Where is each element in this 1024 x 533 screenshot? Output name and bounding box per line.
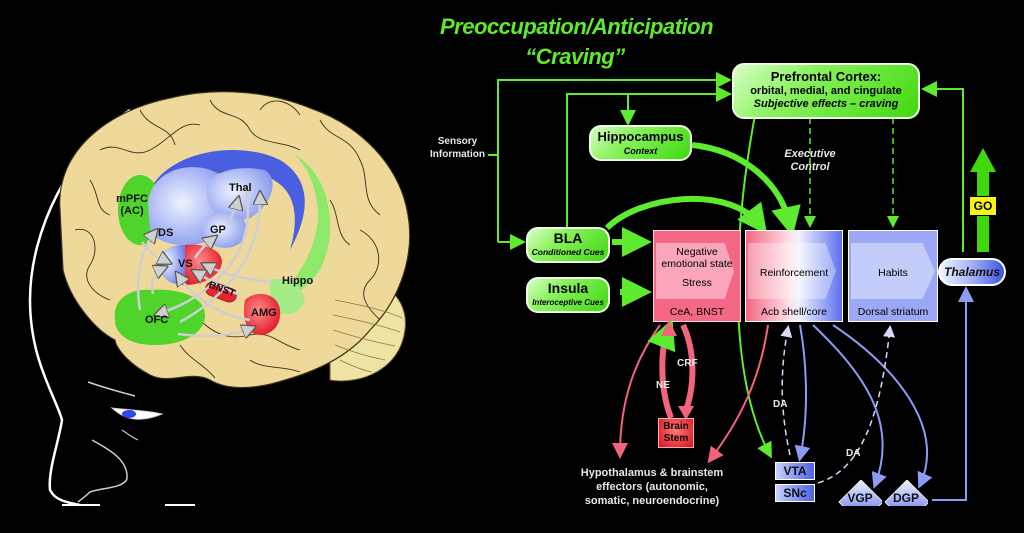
prefrontal-line3: Subjective effects – craving bbox=[753, 98, 899, 110]
label-thal: Thal bbox=[229, 182, 252, 194]
bla-to-pfc-line bbox=[566, 86, 732, 228]
label-mpfc: mPFC(AC) bbox=[112, 193, 152, 217]
reinforcement-inner-arrow bbox=[748, 243, 836, 299]
ne-label: NE bbox=[656, 380, 670, 391]
negative-emotional-state-node: Negative emotional state Stress CeA, BNS… bbox=[653, 230, 741, 322]
da-label-vta: DA bbox=[773, 399, 788, 410]
negative-inner-arrow bbox=[656, 243, 734, 299]
bla-node: BLA Conditioned Cues bbox=[526, 227, 610, 263]
executive-control-label: Executive Control bbox=[775, 148, 845, 174]
label-mpfc-sub: (AC) bbox=[120, 205, 144, 217]
sensory-to-pfc-line bbox=[497, 72, 732, 242]
insula-sub: Interoceptive Cues bbox=[532, 298, 604, 307]
label-vs: VS bbox=[178, 258, 193, 270]
diagram-subtitle: “Craving” bbox=[525, 44, 625, 69]
vgp-label: VGP bbox=[847, 491, 873, 505]
habits-inner-arrow bbox=[851, 243, 935, 299]
crf-label: CRF bbox=[677, 358, 698, 369]
eye-iris bbox=[122, 410, 136, 418]
eye-lash bbox=[121, 429, 139, 441]
effectors-label: Hypothalamus & brainstem effectors (auto… bbox=[568, 466, 736, 508]
reinforcement-node: Reinforcement Acb shell/core bbox=[745, 230, 843, 322]
hippocampus-node: Hippocampus Context bbox=[589, 125, 692, 161]
prefrontal-title: Prefrontal Cortex: bbox=[770, 69, 882, 84]
nose-outline bbox=[77, 439, 128, 503]
ne-arrow-head bbox=[661, 320, 677, 336]
da-vta-to-reinforcement bbox=[780, 325, 793, 456]
hippo-green-arc bbox=[275, 155, 331, 300]
crf-arrow bbox=[680, 323, 696, 412]
bla-to-reinforcement-arrow bbox=[604, 195, 768, 235]
reinforcement-to-vta-arrow bbox=[794, 324, 811, 462]
head-outline bbox=[28, 108, 131, 507]
diagram-title: Preoccupation/Anticipation bbox=[440, 14, 714, 39]
reinforcement-to-dgp-arrow bbox=[832, 324, 933, 489]
prefrontal-cortex-node: Prefrontal Cortex: orbital, medial, and … bbox=[732, 63, 920, 119]
negative-line3: Stress bbox=[682, 277, 712, 289]
brain-gyri bbox=[74, 99, 381, 379]
dgp-to-thalamus-line bbox=[932, 286, 974, 501]
thalamus-node: Thalamus bbox=[938, 258, 1006, 286]
habits-node: Habits Dorsal striatum bbox=[848, 230, 938, 322]
label-mpfc-text: mPFC bbox=[116, 193, 148, 205]
brain-connection-arrows bbox=[136, 184, 273, 336]
reinforcement-label: Reinforcement bbox=[759, 267, 829, 279]
dgp-node: DGP bbox=[884, 480, 928, 506]
ne-arrow bbox=[647, 318, 676, 420]
go-badge: GO bbox=[969, 196, 997, 216]
insula-node: Insula Interoceptive Cues bbox=[526, 277, 610, 313]
reinforcement-to-effectors-arrow bbox=[707, 324, 769, 464]
bla-title: BLA bbox=[553, 230, 583, 246]
da-snc-to-habits bbox=[817, 325, 895, 484]
label-ds: DS bbox=[158, 227, 174, 239]
negative-footer: CeA, BNST bbox=[669, 306, 725, 318]
eyebrow bbox=[87, 381, 136, 397]
bla-sub: Conditioned Cues bbox=[531, 247, 605, 257]
sensory-information-label: Sensory Information bbox=[430, 136, 485, 160]
reinforcement-to-vgp-arrow bbox=[812, 324, 887, 489]
cerebellum-folia bbox=[332, 299, 403, 373]
prefrontal-line2: orbital, medial, and cingulate bbox=[750, 85, 902, 97]
effectors-line3: somatic, neuroendocrine) bbox=[584, 495, 720, 507]
hippocampus-sub: Context bbox=[623, 146, 658, 156]
brainstem-line1: Brain bbox=[663, 421, 689, 432]
brainstem-line2: Stem bbox=[663, 433, 689, 444]
negative-to-effectors-arrow bbox=[612, 324, 661, 459]
hippocampus-to-reinforcement-arrow bbox=[691, 142, 801, 237]
da-label-snc: DA bbox=[846, 448, 861, 459]
habits-label: Habits bbox=[878, 267, 908, 279]
negative-line2: emotional state bbox=[661, 258, 733, 270]
executive-line2: Control bbox=[790, 161, 830, 173]
insula-title: Insula bbox=[547, 280, 589, 296]
label-gp: GP bbox=[210, 224, 226, 236]
crf-arrow-head bbox=[678, 406, 694, 420]
executive-line1: Executive bbox=[784, 148, 836, 160]
effectors-line2: effectors (autonomic, bbox=[596, 481, 708, 493]
effectors-line1: Hypothalamus & brainstem bbox=[580, 467, 724, 479]
vta-node: VTA bbox=[775, 462, 815, 480]
reinforcement-footer: Acb shell/core bbox=[761, 306, 827, 318]
thalamus-to-pfc-line bbox=[921, 81, 964, 252]
hippocampus-title: Hippocampus bbox=[597, 129, 684, 144]
label-ofc: OFC bbox=[145, 314, 169, 326]
vgp-node: VGP bbox=[838, 480, 882, 506]
negative-line1: Negative bbox=[676, 246, 718, 258]
label-amg: AMG bbox=[251, 307, 277, 319]
negative-text: Negative emotional state Stress bbox=[654, 246, 740, 289]
go-arrow-head bbox=[970, 148, 996, 172]
dgp-label: DGP bbox=[892, 491, 919, 505]
habits-footer: Dorsal striatum bbox=[857, 306, 929, 318]
snc-node: SNc bbox=[775, 484, 815, 502]
label-hippo: Hippo bbox=[282, 275, 314, 287]
brain-stem-node: Brain Stem bbox=[658, 418, 694, 448]
